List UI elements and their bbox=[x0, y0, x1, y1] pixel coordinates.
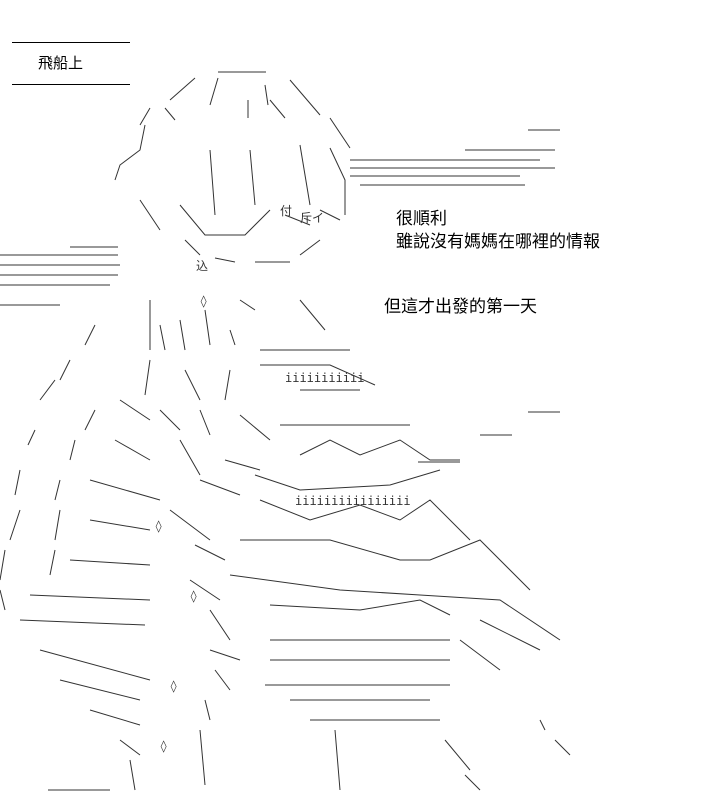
text-glyph-5: iiiiiiiiiiiiiiii bbox=[295, 494, 411, 508]
diamond-glyph-2: ◊ bbox=[160, 739, 167, 753]
hair-strands bbox=[169, 77, 351, 149]
legs-lines bbox=[119, 719, 571, 791]
caption-line-1: 很順利 bbox=[396, 209, 447, 229]
arm-ribbon-lines-2 bbox=[14, 469, 441, 501]
torso-lines bbox=[59, 359, 376, 401]
diamond-glyph-4: ◊ bbox=[190, 589, 197, 603]
hair-strands-2 bbox=[139, 99, 286, 126]
text-glyph-2: 斥イ bbox=[300, 211, 324, 225]
neck-lines bbox=[149, 299, 350, 351]
wind-streaks-right bbox=[350, 129, 560, 186]
face-lines bbox=[139, 199, 341, 236]
collar-lines bbox=[84, 319, 236, 351]
caption-line-3: 但這才出發的第一天 bbox=[384, 297, 537, 317]
diamond-glyph-3: ◊ bbox=[155, 519, 162, 533]
diamond-glyph-5: ◊ bbox=[200, 294, 207, 308]
skirt-lines bbox=[9, 499, 471, 541]
caption-line-2: 雖說沒有媽媽在哪裡的情報 bbox=[396, 232, 600, 252]
skirt-lines-7 bbox=[89, 699, 440, 726]
skirt-lines-5 bbox=[39, 639, 501, 681]
face-lower bbox=[184, 239, 321, 263]
text-glyph-4: iiiiiiiiiii bbox=[285, 371, 364, 385]
skirt-lines-6 bbox=[59, 659, 450, 701]
torso-lines-2 bbox=[39, 379, 410, 441]
arm-ribbon-lines bbox=[27, 429, 460, 476]
skirt-lines-4 bbox=[19, 599, 541, 651]
head-outline bbox=[114, 124, 346, 216]
bottom-rule bbox=[12, 84, 130, 85]
feet-lines bbox=[48, 759, 481, 791]
accent-dashes bbox=[418, 411, 560, 463]
text-glyph-3: 付 bbox=[280, 204, 292, 218]
skirt-lines-3 bbox=[0, 574, 561, 641]
diamond-glyph: ◊ bbox=[170, 679, 177, 693]
top-rule bbox=[12, 42, 130, 43]
scene-title: 飛船上 bbox=[38, 54, 84, 72]
wind-streaks-left bbox=[0, 246, 120, 306]
skirt-lines-2 bbox=[0, 539, 531, 591]
text-glyph-1: 込 bbox=[196, 259, 208, 273]
